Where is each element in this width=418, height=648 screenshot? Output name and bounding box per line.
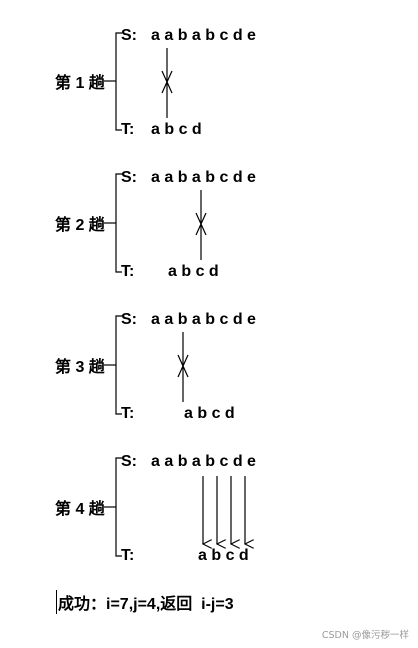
pass-1-bracket — [115, 32, 122, 131]
pass-4: 第 4 趟 S: a a b a b c d e T: a b c d — [55, 453, 256, 564]
pass-3-bracket — [115, 315, 122, 415]
pass-3-label: 第 3 趟 — [55, 357, 106, 376]
pass-4-bracket — [115, 457, 122, 557]
pass-1-s-string: a a b a b c d e — [151, 27, 256, 44]
mismatch-icon — [177, 332, 189, 402]
pass-2: 第 2 趟 S: a a b a b c d e T: a b c d — [55, 169, 256, 280]
pass-2-t-label: T: — [121, 263, 134, 280]
pass-3-s-label: S: — [121, 311, 137, 328]
pass-3-t-string: a b c d — [184, 405, 235, 422]
mismatch-icon — [195, 190, 207, 260]
watermark: CSDN @像污秽一样 — [322, 629, 409, 641]
pass-2-s-string: a a b a b c d e — [151, 169, 256, 186]
pass-3: 第 3 趟 S: a a b a b c d e T: a b c d — [55, 311, 256, 422]
pass-1-t-label: T: — [121, 121, 134, 138]
mismatch-icon — [161, 48, 173, 118]
pass-1: 第 1 趟 S: a a b a b c d e T: a b c d — [55, 27, 256, 138]
result-text: 成功：i=7,j=4,返回 i-j=3 — [58, 594, 234, 613]
pass-4-s-label: S: — [121, 453, 137, 470]
pass-1-s-label: S: — [121, 27, 137, 44]
pass-3-t-label: T: — [121, 405, 134, 422]
pass-3-s-string: a a b a b c d e — [151, 311, 256, 328]
pass-4-s-string: a a b a b c d e — [151, 453, 256, 470]
pass-2-bracket — [115, 173, 122, 273]
pass-4-t-string: a b c d — [198, 547, 249, 564]
pass-4-t-label: T: — [121, 547, 134, 564]
pass-2-label: 第 2 趟 — [55, 215, 106, 234]
match-arrows — [203, 476, 245, 544]
pass-4-label: 第 4 趟 — [55, 499, 106, 518]
pass-1-label: 第 1 趟 — [55, 73, 106, 92]
pass-1-t-string: a b c d — [151, 121, 202, 138]
pass-2-t-string: a b c d — [168, 263, 219, 280]
pass-2-s-label: S: — [121, 169, 137, 186]
